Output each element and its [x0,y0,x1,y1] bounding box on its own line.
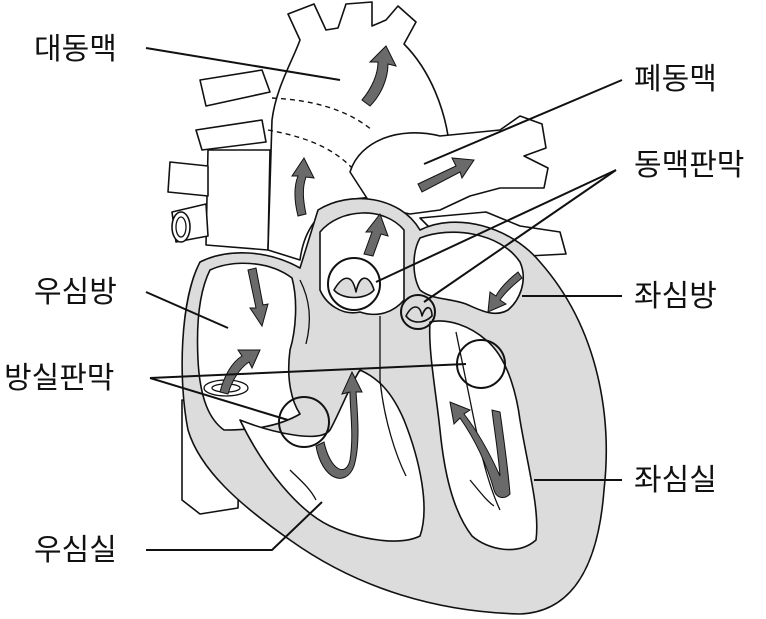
tricuspid-valve [278,396,330,448]
label-pulmonary-artery: 폐동맥 [634,62,717,97]
arrow-ra-down-icon [247,267,269,328]
arrow-pulmonary-icon [417,157,475,193]
arrow-la-icon [487,271,523,313]
superior-vena-cava [167,149,271,251]
label-left-ventricle: 좌심실 [634,463,717,498]
arrow-svc-icon [291,157,315,217]
flow-arrows [219,45,523,498]
pulmonary-valve [400,294,436,330]
label-arterial-valve: 동맥판막 [634,148,744,183]
arrow-ascending-icon [363,212,389,257]
label-right-ventricle: 우심실 [34,533,117,568]
label-left-atrium: 좌심방 [634,279,717,314]
aorta-vessel [195,1,451,261]
arrow-rv-icon [315,370,363,479]
arrow-lv-icon [449,401,511,498]
leader-lines [145,47,623,551]
aortic-valve [327,257,381,311]
arrow-aorta-icon [361,45,397,107]
label-av-valve: 방실판막 [4,361,114,396]
label-aorta: 대동맥 [34,32,117,67]
label-right-atrium: 우심방 [34,275,117,310]
